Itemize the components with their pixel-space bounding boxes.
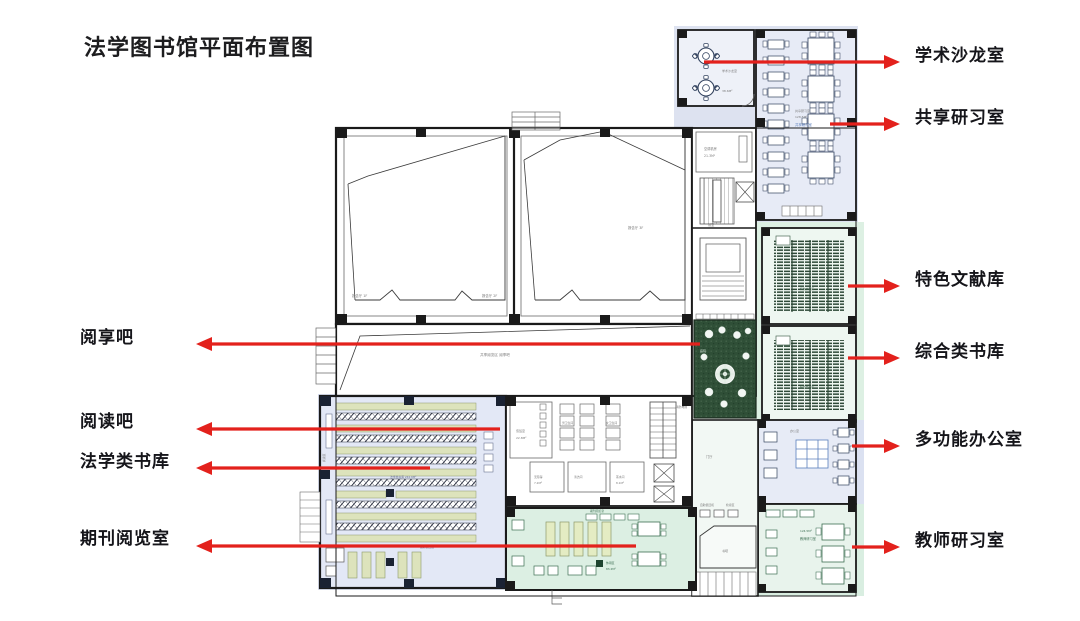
svg-text:前室: 前室 [708, 222, 714, 227]
svg-text:男卫生间: 男卫生间 [562, 421, 573, 425]
teacher-study-rooms: 124.5M² 教师研习室 [757, 503, 857, 593]
special-collection-stacks: 特色文献库 [761, 227, 857, 325]
svg-text:教师研习室: 教师研习室 [800, 536, 816, 541]
callout-label-yue-du-ba: 阅读吧 [80, 412, 134, 432]
svg-text:21.3M²: 21.3M² [704, 154, 716, 158]
svg-text:7.2M²: 7.2M² [534, 481, 542, 485]
periodical-reading-room: 期刊阅览室 [505, 507, 697, 605]
svg-text:综合类书库: 综合类书库 [800, 385, 814, 389]
svg-text:共享研习室: 共享研习室 [795, 108, 810, 113]
callout-label-te-se-wen-xian-ku: 特色文献库 [915, 270, 1005, 290]
svg-text:22.8M²: 22.8M² [516, 436, 527, 440]
callout-label-zong-he-lei-shu-ku: 综合类书库 [915, 342, 1005, 362]
svg-text:消防电梯: 消防电梯 [676, 405, 687, 409]
svg-text:83.2M²: 83.2M² [606, 567, 616, 571]
svg-text:报告厅 1F: 报告厅 1F [352, 293, 367, 298]
page-title: 法学图书馆平面布置图 [84, 36, 315, 61]
callout-label-yue-xiang-ba: 阅享吧 [80, 328, 134, 348]
svg-text:女卫生间: 女卫生间 [606, 421, 617, 425]
east-lobby: 门厅 自助借还机 检索区 书吧 [691, 419, 759, 597]
callout-label-duo-gong-neng-ban-gong-shi: 多功能办公室 [915, 430, 1023, 450]
svg-text:检索区: 检索区 [726, 503, 735, 507]
shared-study-room: 共享研习室 128.5M² 共享研习室 [755, 29, 857, 221]
svg-text:报告厅 3F: 报告厅 3F [628, 225, 643, 230]
callout-label-fa-xue-lei-shu-ku: 法学类书库 [80, 452, 170, 472]
lounge-corridor-yuexiangba: 共享阅览区 阅享吧 [315, 322, 694, 398]
general-collection-stacks: 综合类书库 [761, 325, 857, 423]
svg-text:学术沙龙室: 学术沙龙室 [722, 68, 737, 73]
academic-salon-room: 学术沙龙室 38.6M² [677, 29, 755, 107]
building-outline [335, 127, 857, 597]
svg-text:8.1M²: 8.1M² [616, 481, 624, 485]
service-core-lower: 值班室 22.8M² 男卫生间 女卫生间 [505, 395, 693, 513]
callout-label-qi-kan-yue-lan-shi: 期刊阅览室 [80, 529, 170, 549]
multifunction-office: 办公室 [757, 419, 857, 505]
reading-hall-and-law-stacks: 阅读区 法学类书库 244.6M² 自助借还区 [299, 394, 508, 590]
svg-text:无障碍: 无障碍 [534, 475, 543, 479]
svg-text:期刊阅览室: 期刊阅览室 [590, 509, 604, 513]
svg-text:庭院: 庭院 [700, 348, 706, 353]
svg-text:128.5M²: 128.5M² [795, 115, 808, 119]
svg-text:共享阅览区 阅享吧: 共享阅览区 阅享吧 [480, 352, 510, 357]
callout-label-xue-shu-sha-long-shi: 学术沙龙室 [915, 46, 1005, 66]
svg-text:空调机房: 空调机房 [704, 146, 717, 151]
svg-text:休闲区: 休闲区 [606, 561, 615, 565]
svg-text:共享研习室: 共享研习室 [795, 122, 813, 127]
svg-text:茶水间: 茶水间 [616, 475, 625, 479]
svg-text:值班室: 值班室 [516, 428, 525, 433]
svg-text:清洁间: 清洁间 [574, 475, 583, 479]
svg-text:特色文献库: 特色文献库 [800, 287, 814, 291]
svg-text:书吧: 书吧 [722, 548, 728, 553]
svg-text:报告厅 2F: 报告厅 2F [482, 293, 497, 298]
callout-label-jiao-shi-yan-xi-shi: 教师研习室 [915, 531, 1005, 551]
svg-text:法学类书库 244.6M²: 法学类书库 244.6M² [390, 475, 416, 479]
lecture-halls-block: 报告厅 1F 报告厅 2F 报告厅 3F [334, 126, 694, 326]
svg-text:门厅: 门厅 [706, 454, 713, 459]
svg-text:自助借还区: 自助借还区 [420, 545, 434, 549]
svg-text:阅读区: 阅读区 [322, 453, 326, 462]
svg-text:124.5M²: 124.5M² [800, 529, 812, 533]
svg-text:办公室: 办公室 [790, 428, 799, 433]
courtyard-garden: 庭院 [693, 313, 757, 419]
svg-text:自助借还机: 自助借还机 [700, 503, 714, 507]
svg-text:38.6M²: 38.6M² [722, 89, 733, 93]
callout-label-gong-xiang-yan-xi-shi: 共享研习室 [915, 108, 1005, 128]
